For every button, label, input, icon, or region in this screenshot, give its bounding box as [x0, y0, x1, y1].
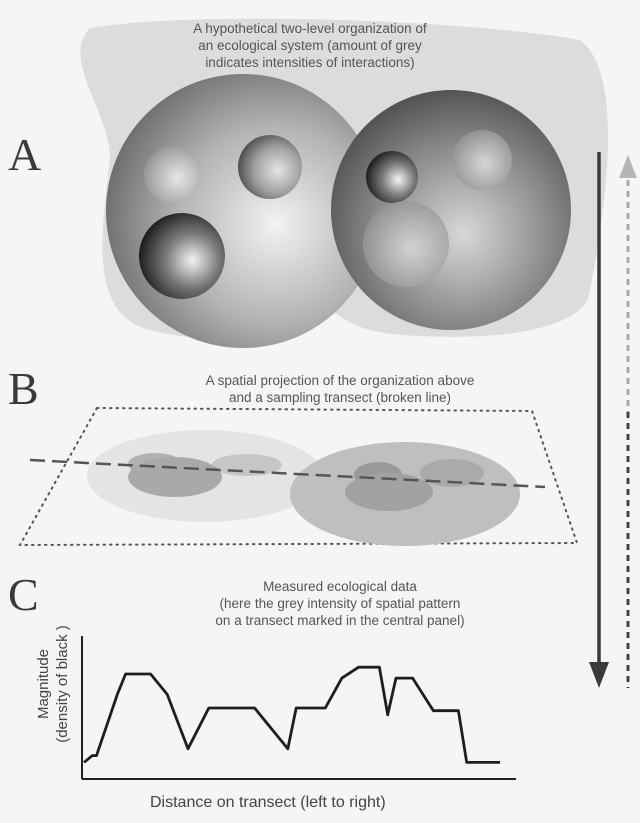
projection-plane — [18, 406, 579, 547]
arrow-down — [589, 152, 609, 688]
y-axis-label-line-2: (density of black ) — [54, 625, 71, 743]
projection-ellipse-small-2 — [212, 454, 282, 476]
panel-c-caption-line-1: Measured ecological data — [263, 579, 417, 594]
panel-a-caption-line-1: A hypothetical two-level organization of — [193, 21, 427, 36]
panel-b-caption-line-1: A spatial projection of the organization… — [205, 373, 475, 388]
panel-letter-a: A — [8, 129, 42, 180]
y-axis-label: Magnitude (density of black ) — [34, 609, 72, 759]
projection-ellipse-small-3 — [128, 457, 222, 497]
chart-series-line — [83, 665, 500, 764]
panel-a-caption: A hypothetical two-level organization of… — [120, 20, 500, 71]
small-circle-right-dark — [366, 151, 418, 203]
projection-ellipse-small-5 — [420, 459, 484, 487]
x-axis-label: Distance on transect (left to right) — [150, 794, 386, 811]
panel-c-caption-line-2: (here the grey intensity of spatial patt… — [219, 596, 461, 611]
large-circle-right — [331, 90, 571, 330]
small-circle-right-top — [452, 130, 512, 190]
panel-letter-b: B — [8, 363, 39, 414]
panel-c-caption: Measured ecological data (here the grey … — [170, 578, 510, 629]
arrow-up-dashed — [619, 155, 637, 688]
panel-c-caption-line-3: on a transect marked in the central pane… — [215, 613, 465, 628]
projection-ellipse-small-6 — [345, 473, 433, 511]
small-circle-left-right — [238, 135, 302, 199]
panel-a-caption-line-2: an ecological system (amount of grey — [198, 38, 422, 53]
small-circle-left-top — [144, 147, 200, 203]
panel-b-caption: A spatial projection of the organization… — [150, 372, 530, 406]
sampling-transect — [29, 458, 546, 489]
y-axis-label-line-1: Magnitude — [35, 648, 52, 720]
panel-letter-c: C — [8, 569, 39, 620]
panel-a-caption-line-3: indicates intensities of interactions) — [205, 55, 415, 70]
chart-axes — [81, 636, 516, 780]
small-circle-right-bottom — [363, 201, 449, 287]
small-circle-left-bottom — [139, 213, 225, 299]
panel-b-caption-line-2: and a sampling transect (broken line) — [228, 390, 452, 405]
